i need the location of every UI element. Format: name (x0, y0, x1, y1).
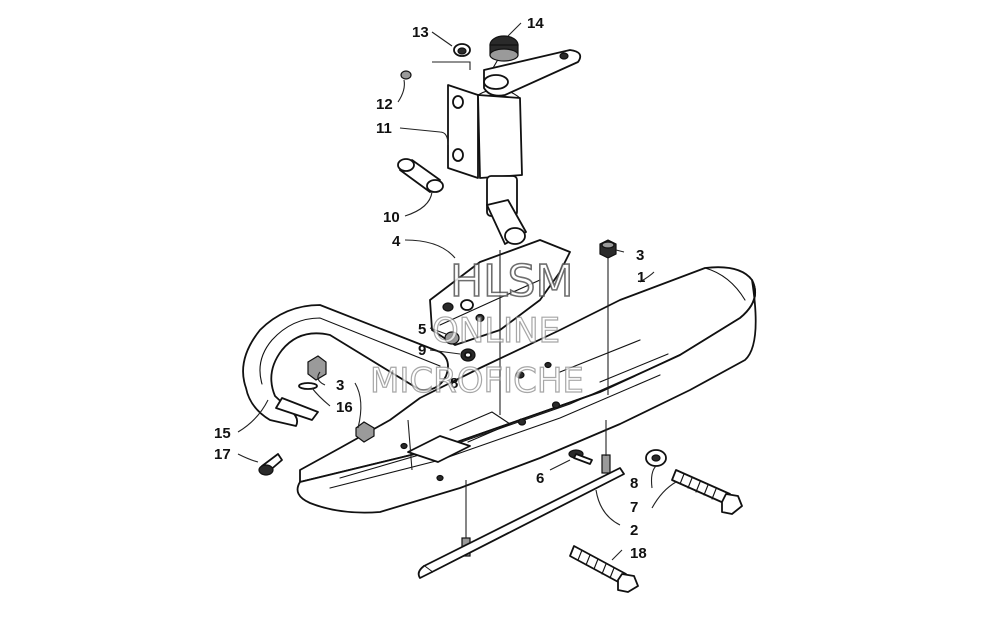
watermark: HLSM ONLINE MICROFICHE (369, 255, 584, 401)
callout-labels: 13 14 12 11 10 4 3 1 5 9 3 8 16 15 17 6 … (214, 15, 647, 562)
leader-lines (237, 22, 677, 561)
callout-10: 10 (383, 209, 400, 226)
cap-plug (489, 35, 519, 62)
screw-17 (258, 453, 283, 476)
lock-nut-top (599, 239, 617, 259)
callout-3-top: 3 (636, 247, 644, 264)
wear-rod (417, 467, 625, 579)
carriage-bolt-6 (568, 449, 593, 465)
callout-12: 12 (376, 96, 393, 113)
callout-8: 8 (630, 475, 638, 492)
callout-4: 4 (392, 233, 401, 250)
callout-5: 5 (418, 321, 426, 338)
spindle-assembly (447, 49, 582, 245)
grease-fitting (400, 70, 412, 80)
callout-14: 14 (527, 15, 544, 32)
callout-13: 13 (412, 24, 429, 41)
ski-loop-handle (242, 304, 449, 427)
bolt-18 (569, 545, 639, 593)
callout-17: 17 (214, 446, 231, 463)
callout-15: 15 (214, 425, 231, 442)
bolt-7 (671, 469, 743, 515)
callout-2: 2 (630, 522, 638, 539)
bushing-3-left (307, 355, 327, 381)
spindle-bushing (397, 158, 444, 193)
washer-13 (453, 43, 471, 57)
callout-6: 6 (536, 470, 544, 487)
stud-2-right (601, 454, 611, 474)
callout-11: 11 (376, 120, 392, 137)
callout-7: 7 (630, 499, 638, 516)
spindle-bolt (444, 331, 476, 362)
callout-9: 9 (418, 342, 426, 359)
callout-16: 16 (336, 399, 353, 416)
callout-18: 18 (630, 545, 647, 562)
callout-3-left: 3 (336, 377, 344, 394)
watermark-line-1: HLSM (450, 256, 574, 307)
callout-1: 1 (637, 269, 645, 286)
callout-8-bolt: 8 (450, 375, 458, 392)
washer-16 (298, 382, 318, 390)
nut-3-lower (355, 421, 375, 443)
ski-body (296, 266, 757, 514)
watermark-line-3: MICROFICHE (370, 361, 584, 401)
watermark-line-2: ONLINE (432, 311, 560, 351)
washer-8 (645, 449, 667, 467)
